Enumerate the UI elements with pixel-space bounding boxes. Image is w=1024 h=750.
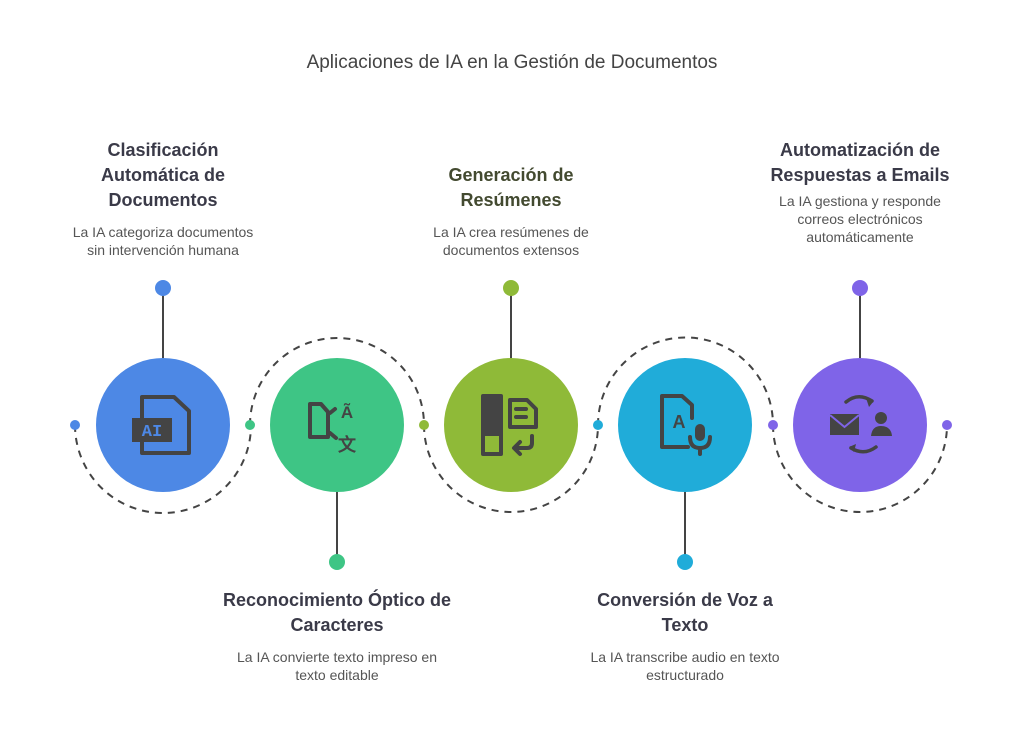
marker-dot-4 <box>677 554 693 570</box>
diagram-title: Aplicaciones de IA en la Gestión de Docu… <box>306 52 718 73</box>
connector-dot <box>942 420 952 430</box>
svg-text:AI: AI <box>142 423 162 442</box>
svg-text:A: A <box>673 412 686 432</box>
arc-4 <box>597 336 774 426</box>
step-description: La IA transcribe audio en texto estructu… <box>590 649 780 683</box>
arc-2 <box>249 337 425 426</box>
step-circle-5 <box>793 358 927 492</box>
arc-1 <box>74 424 252 514</box>
connector-dot <box>70 420 80 430</box>
summary-document-icon <box>481 394 538 456</box>
svg-text:文: 文 <box>338 434 357 455</box>
step-3-text: Generación de Resúmenes La IA crea resúm… <box>391 163 631 259</box>
connector-dot <box>419 420 429 430</box>
step-heading: Automatización de Respuestas a Emails <box>770 140 950 185</box>
step-heading: Generación de Resúmenes <box>448 165 574 210</box>
step-circle-4 <box>618 358 752 492</box>
translate-document-icon: Ã 文 <box>308 402 357 455</box>
email-automation-icon <box>829 395 892 454</box>
step-description: La IA crea resúmenes de documentos exten… <box>433 224 589 258</box>
marker-dot-1 <box>155 280 171 296</box>
svg-text:Ã: Ã <box>341 402 353 422</box>
arc-3 <box>423 424 599 513</box>
dashed-arcs <box>74 336 948 514</box>
connector-dot <box>593 420 603 430</box>
marker-dot-5 <box>852 280 868 296</box>
step-heading: Clasificación Automática de Documentos <box>100 140 226 210</box>
step-circle-2 <box>270 358 404 492</box>
step-2-text: Reconocimiento Óptico de Caracteres La I… <box>217 588 457 684</box>
step-description: La IA convierte texto impreso en texto e… <box>237 649 437 683</box>
step-heading: Reconocimiento Óptico de Caracteres <box>222 590 452 635</box>
step-description: La IA categoriza documentos sin interven… <box>72 224 254 258</box>
marker-dot-3 <box>503 280 519 296</box>
ai-file-icon: AI <box>132 395 191 455</box>
step-1-text: Clasificación Automática de Documentos L… <box>40 138 286 259</box>
step-4-text: Conversión de Voz a Texto La IA transcri… <box>565 588 805 684</box>
arc-5 <box>772 424 948 513</box>
step-5-text: Automatización de Respuestas a Emails La… <box>740 138 980 246</box>
step-heading: Conversión de Voz a Texto <box>597 590 773 635</box>
connector-dot <box>245 420 255 430</box>
speech-to-text-icon: A <box>660 394 712 456</box>
connector-dot <box>768 420 778 430</box>
marker-dot-2 <box>329 554 345 570</box>
step-description: La IA gestiona y responde correos electr… <box>779 193 941 245</box>
